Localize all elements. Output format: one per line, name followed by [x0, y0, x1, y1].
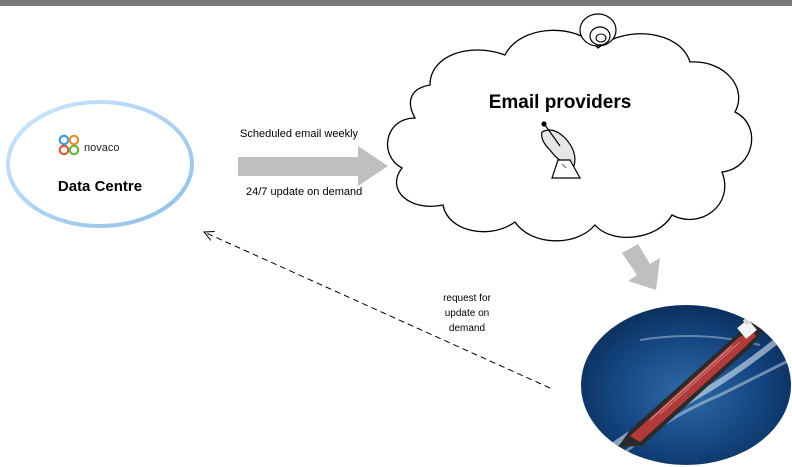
update-on-demand-label: 24/7 update on demand	[246, 186, 362, 198]
data-centre-label: Data Centre	[58, 178, 142, 195]
email-providers-label: Email providers	[489, 92, 632, 113]
scheduled-flow-arrow	[238, 146, 388, 186]
request-label-line-3: demand	[449, 323, 485, 334]
ship-photo	[581, 305, 791, 465]
satellite-dish-icon	[541, 121, 582, 179]
novaco-logo-icon	[58, 134, 80, 156]
request-label-line-1: request for	[443, 293, 491, 304]
email-providers-cloud: Email providers	[386, 13, 753, 242]
delivery-arrow	[622, 244, 660, 290]
data-centre-node: novaco Data Centre	[6, 100, 194, 228]
scheduled-email-label: Scheduled email weekly	[240, 128, 359, 140]
top-bar	[0, 0, 792, 6]
brand-label: novaco	[84, 142, 119, 154]
request-label-line-2: update on	[445, 308, 490, 319]
request-flow-arrow	[204, 232, 551, 389]
